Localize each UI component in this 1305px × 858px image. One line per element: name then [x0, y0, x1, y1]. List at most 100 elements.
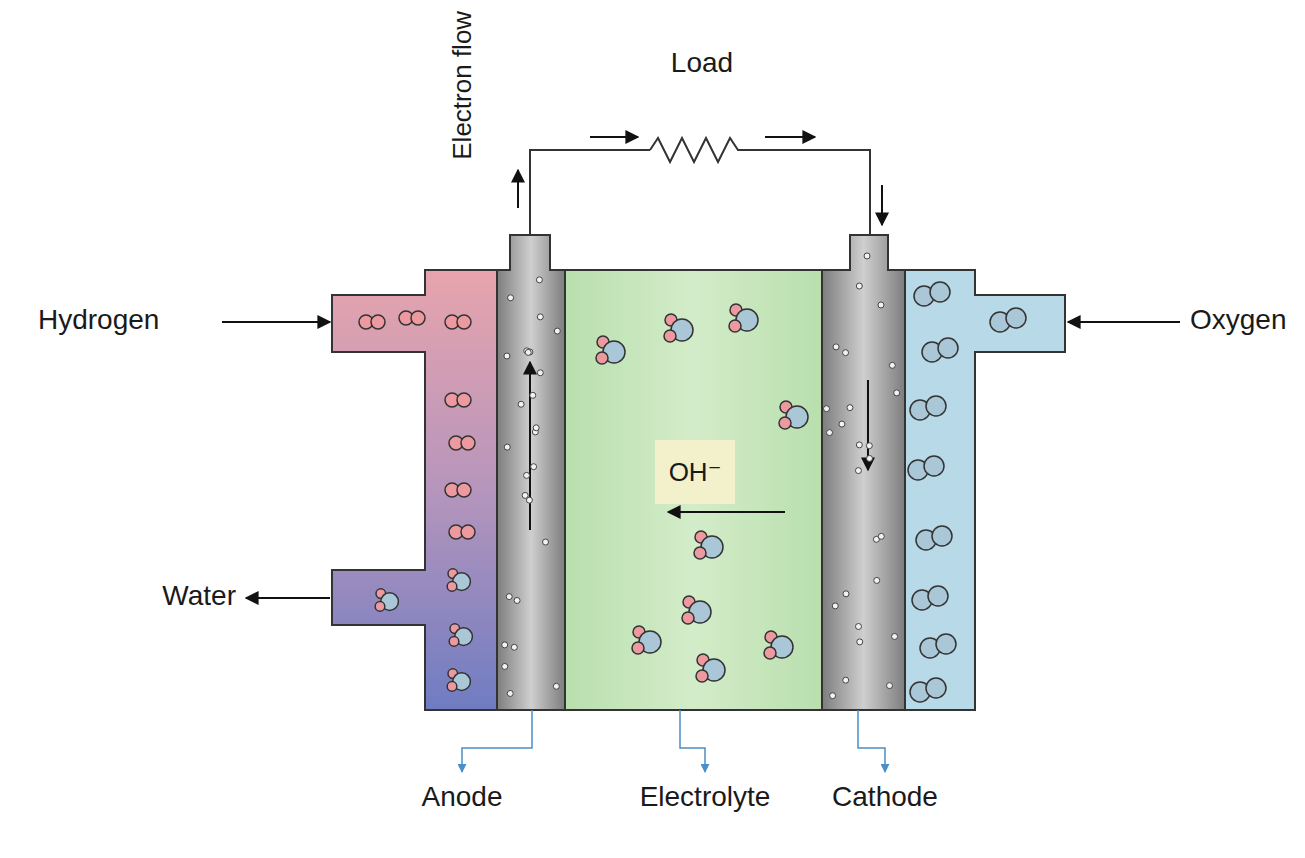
oxygen-atom — [924, 456, 944, 476]
electron-dot — [504, 353, 510, 359]
electron-dot — [892, 633, 898, 639]
hydrogen-chamber — [332, 270, 497, 710]
hydrogen-atom — [375, 602, 385, 612]
hydrogen-atom — [596, 352, 608, 364]
electron-dot — [537, 370, 543, 376]
gas-label: Hydrogen — [38, 305, 159, 336]
hydrogen-atom — [461, 525, 475, 539]
electron-dot — [522, 492, 528, 498]
oxygen-atom — [930, 282, 950, 302]
leader-line — [858, 710, 885, 772]
electron-dot — [508, 295, 514, 301]
hydrogen-atom — [371, 315, 385, 329]
electron-dot — [524, 472, 530, 478]
electron-path-arrow — [529, 362, 531, 530]
oxygen-atom — [926, 396, 946, 416]
electron-dot — [502, 663, 508, 669]
oxygen-inlet-arrow — [1068, 321, 1180, 323]
electron-dot — [536, 277, 542, 283]
hydrogen-atom — [696, 670, 708, 682]
electron-dot — [514, 597, 520, 603]
electron-dot — [839, 421, 845, 427]
electron-dot — [856, 442, 862, 448]
electron-dot — [878, 302, 884, 308]
hydrogen-atom — [447, 582, 457, 592]
electron-dot — [518, 401, 524, 407]
electron-dot — [830, 693, 836, 699]
cathode-plate — [822, 235, 905, 710]
water-outlet-arrow — [246, 597, 330, 599]
electrolyte-region — [565, 270, 822, 710]
hydrogen-atom — [457, 393, 471, 407]
electron-dot — [866, 443, 872, 449]
electron-dot — [887, 683, 893, 689]
ion-box: OH⁻ — [655, 440, 735, 504]
electron-dot — [833, 344, 839, 350]
electron-dot — [866, 455, 872, 461]
hydrogen-atom — [779, 417, 791, 429]
hydrogen-atom — [457, 483, 471, 497]
oxygen-atom — [938, 338, 958, 358]
hydrogen-atom — [682, 612, 694, 624]
resistor-symbol — [650, 138, 745, 162]
part-label: Cathode — [832, 782, 938, 813]
ion-flow-arrow — [668, 511, 785, 513]
oxygen-atom — [928, 586, 948, 606]
electron-dot — [894, 390, 900, 396]
electron-dot — [874, 577, 880, 583]
electron-dot — [832, 603, 838, 609]
part-label: Electrolyte — [640, 782, 771, 813]
electron-dot — [531, 464, 537, 470]
electron-dot — [843, 591, 849, 597]
part-label: Anode — [422, 782, 503, 813]
electron-dot — [533, 425, 539, 431]
electron-dot — [502, 642, 508, 648]
product-label: Water — [162, 581, 236, 612]
hydrogen-inlet-arrow — [222, 321, 330, 323]
hydrogen-atom — [449, 637, 459, 647]
electron-dot — [856, 283, 862, 289]
electron-dot — [506, 594, 512, 600]
electron-dot — [530, 392, 536, 398]
electron-dot — [525, 349, 531, 355]
electron-flow-arrow — [590, 136, 638, 138]
electron-dot — [504, 444, 510, 450]
electron-dot — [507, 690, 513, 696]
electron-dot — [855, 623, 861, 629]
electron-dot — [847, 405, 853, 411]
electron-dot — [855, 468, 861, 474]
oxygen-atom — [1006, 308, 1026, 328]
electron-dot — [857, 639, 863, 645]
electron-dot — [543, 539, 549, 545]
electron-dot — [878, 533, 884, 539]
gas-label: Oxygen — [1190, 305, 1287, 336]
electron-dot — [553, 683, 559, 689]
electron-dot — [554, 328, 560, 334]
hydrogen-atom — [457, 315, 471, 329]
oxygen-atom — [936, 634, 956, 654]
hydrogen-atom — [664, 330, 676, 342]
hydrogen-atom — [447, 682, 457, 692]
hydrogen-atom — [632, 642, 644, 654]
electron-flow-arrow — [517, 170, 519, 208]
hydrogen-atom — [764, 647, 776, 659]
circuit-wire — [530, 150, 870, 235]
leader-line — [462, 710, 532, 772]
electron-dot — [889, 362, 895, 368]
hydrogen-atom — [461, 436, 475, 450]
hydrogen-atom — [694, 547, 706, 559]
molecules — [359, 253, 1026, 702]
leader-line — [680, 710, 705, 772]
oxygen-atom — [932, 526, 952, 546]
ion-label: OH⁻ — [669, 457, 722, 488]
electron-dot — [843, 350, 849, 356]
electron-dot — [824, 406, 830, 412]
electron-dot — [843, 677, 849, 683]
hydrogen-atom — [729, 320, 741, 332]
hydrogen-atom — [411, 311, 425, 325]
electron-flow-arrow — [765, 136, 815, 138]
electron-dot — [864, 253, 870, 259]
oxygen-atom — [926, 678, 946, 698]
